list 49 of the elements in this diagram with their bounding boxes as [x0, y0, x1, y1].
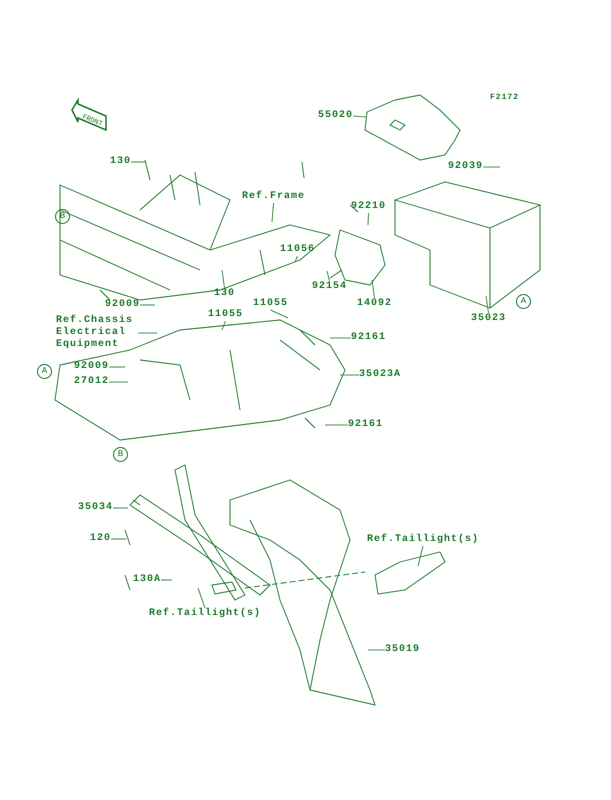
callout-label: 35019	[385, 644, 420, 656]
callout-label: 92161	[351, 332, 386, 344]
callout-label: 92210	[351, 201, 386, 213]
leader-line	[482, 166, 500, 168]
leader-line	[270, 310, 288, 318]
callout-label: Ref.Chassis Electrical Equipment	[56, 315, 138, 351]
leader-line	[418, 546, 424, 566]
callout-label: 120	[90, 533, 112, 545]
leader-line	[272, 202, 274, 222]
callout-label: 11055	[208, 309, 244, 321]
callout-label: 130A	[133, 574, 162, 586]
callout-label: 92009	[74, 361, 110, 373]
callout-label: Ref.Taillight(s)	[367, 534, 480, 546]
callout-label: 130	[110, 156, 132, 168]
callout-label: 35034	[78, 502, 114, 514]
leader-line	[368, 212, 369, 226]
reference-mark: B	[113, 447, 128, 462]
callout-label: 92154	[312, 281, 348, 293]
leader-line	[352, 116, 366, 118]
reference-mark: B	[55, 209, 70, 224]
reference-mark: A	[516, 294, 531, 309]
drawing-number: F2172	[490, 92, 520, 104]
callout-label: 11055	[253, 298, 288, 310]
callout-label: 55020	[318, 110, 354, 122]
leader-line	[108, 366, 126, 368]
callout-label: 92039	[448, 161, 484, 173]
leader-line	[486, 296, 489, 314]
callout-label: 14092	[357, 298, 392, 310]
leader-line	[140, 304, 156, 306]
leader-line	[138, 332, 158, 334]
leader-line	[324, 424, 348, 426]
callout-label: Ref.Taillight(s)	[149, 608, 262, 620]
callout-label: 27012	[74, 376, 110, 388]
callout-label: 92009	[105, 299, 140, 311]
callout-label: Ref.Frame	[242, 191, 306, 203]
callout-label: 11056	[280, 244, 316, 256]
callout-label: 35023A	[359, 369, 402, 381]
leader-line	[222, 320, 226, 330]
leader-line	[372, 280, 375, 298]
leader-line	[294, 256, 298, 262]
leader-line	[110, 538, 126, 540]
callout-label: 130	[214, 288, 236, 300]
leader-line	[198, 588, 206, 608]
reference-mark: A	[37, 364, 52, 379]
callout-label: 35023	[471, 313, 506, 325]
callout-label: 92161	[348, 419, 384, 431]
leader-line	[340, 374, 360, 376]
leader-line	[222, 270, 225, 288]
leader-line	[326, 270, 330, 282]
